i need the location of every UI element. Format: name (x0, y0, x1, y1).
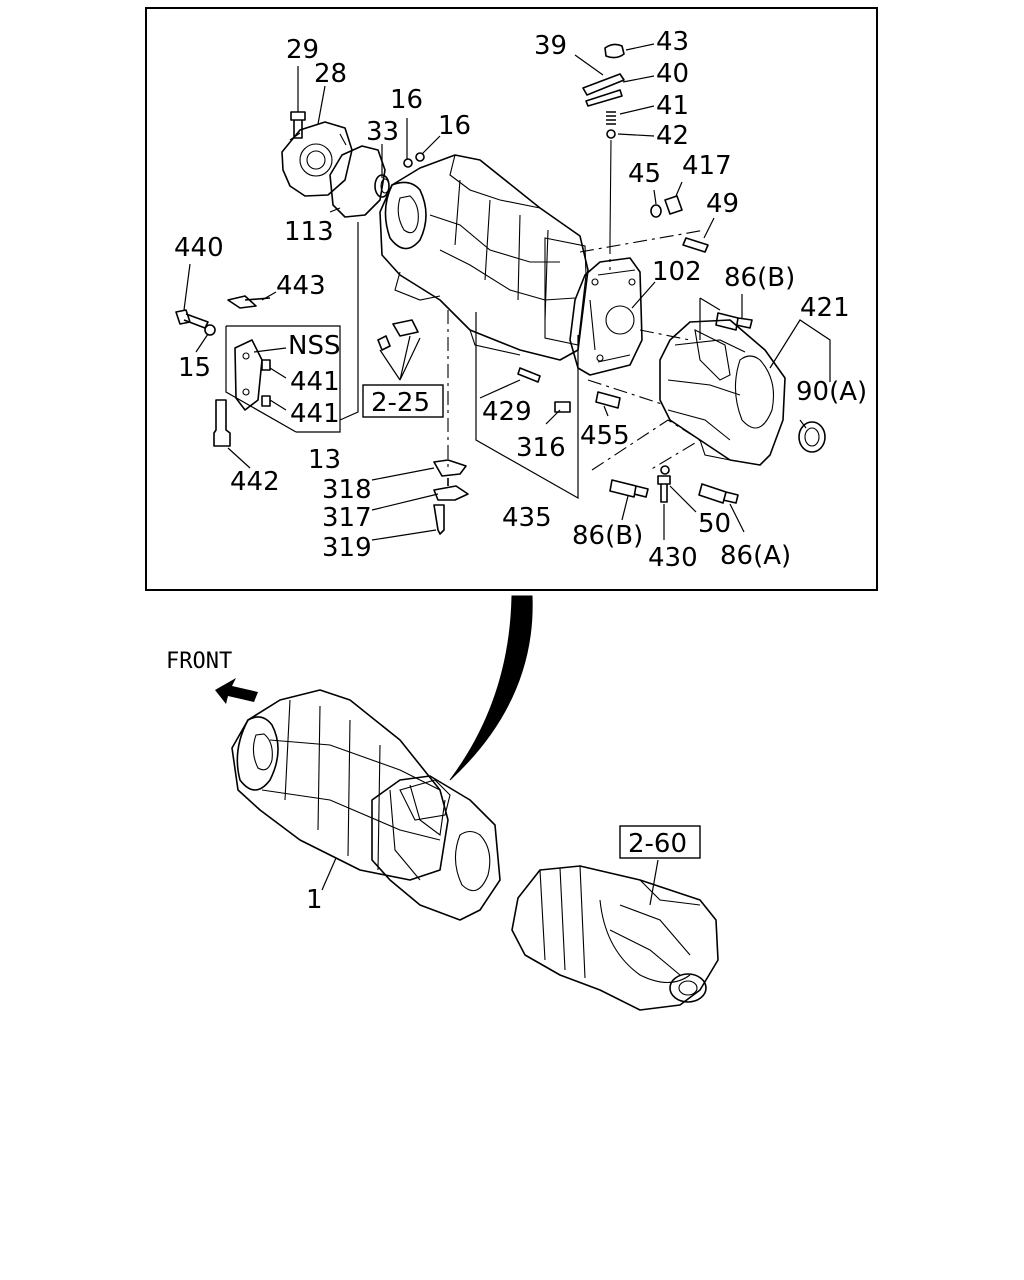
callout-13: 13 (308, 445, 341, 475)
callout-nss: NSS (288, 331, 340, 361)
callout-455: 455 (580, 421, 630, 451)
front-label: FRONT (166, 649, 232, 674)
leader-2-60 (649, 859, 659, 906)
side-bracket-parts (175, 295, 271, 447)
alignment-lines (447, 229, 706, 471)
callout-labels: 29 28 33 16 16 113 39 43 40 41 42 45 417… (174, 27, 867, 573)
callout-40: 40 (656, 59, 689, 89)
callout-102: 102 (652, 257, 702, 287)
callout-49: 49 (706, 189, 739, 219)
callout-33: 33 (366, 117, 399, 147)
callout-42: 42 (656, 121, 689, 151)
callout-15: 15 (178, 353, 211, 383)
callout-90a: 90(A) (796, 377, 867, 407)
leader-lines (183, 43, 807, 541)
callout-429: 429 (482, 397, 532, 427)
callout-113: 113 (284, 217, 334, 247)
reference-box-2-60[interactable]: 2-60 (619, 825, 701, 859)
reference-label-2-25: 2-25 (371, 388, 430, 418)
callout-442: 442 (230, 467, 280, 497)
fastener-parts (595, 195, 753, 504)
callout-316: 316 (516, 433, 566, 463)
callout-421: 421 (800, 293, 850, 323)
callout-319: 319 (322, 533, 372, 563)
callout-435: 435 (502, 503, 552, 533)
callout-318: 318 (322, 475, 372, 505)
front-cover-part (281, 111, 353, 197)
intermediate-plate-part (569, 257, 643, 376)
assembled-transmission (231, 689, 501, 921)
bracket-box-line (225, 325, 341, 433)
callout-417: 417 (682, 151, 732, 181)
rear-oil-seal-part (798, 421, 826, 453)
callout-430: 430 (648, 543, 698, 573)
detent-parts (582, 43, 625, 241)
callout-28: 28 (314, 59, 347, 89)
group-bracket-lines (339, 222, 831, 500)
callout-443: 443 (276, 271, 326, 301)
mount-parts (433, 459, 469, 535)
callout-43: 43 (656, 27, 689, 57)
plug-part (403, 152, 425, 168)
gasket-part (329, 145, 386, 218)
callout-16b: 16 (438, 111, 471, 141)
callout-1: 1 (306, 885, 323, 915)
callout-16a: 16 (390, 85, 423, 115)
reference-label-2-60: 2-60 (628, 829, 687, 859)
reference-box-2-25[interactable]: 2-25 (362, 384, 444, 418)
callout-45: 45 (628, 159, 661, 189)
transfer-case (511, 865, 719, 1011)
callout-86a: 86(A) (720, 541, 791, 571)
connector-arc (449, 595, 533, 781)
selector-parts (377, 319, 571, 413)
detail-frame (145, 7, 878, 591)
callout-29: 29 (286, 35, 319, 65)
leader-callout-1 (321, 857, 337, 891)
callout-441b: 441 (290, 399, 340, 429)
extension-housing-part (659, 319, 786, 466)
callout-86b-top: 86(B) (724, 263, 795, 293)
callout-441a: 441 (290, 367, 340, 397)
callout-86b-bottom: 86(B) (572, 521, 643, 551)
callout-50: 50 (698, 509, 731, 539)
callout-440: 440 (174, 233, 224, 263)
transmission-case-part (379, 154, 589, 361)
callout-39: 39 (534, 31, 567, 61)
callout-317: 317 (322, 503, 372, 533)
callout-41: 41 (656, 91, 689, 121)
front-arrow-icon (215, 678, 258, 704)
